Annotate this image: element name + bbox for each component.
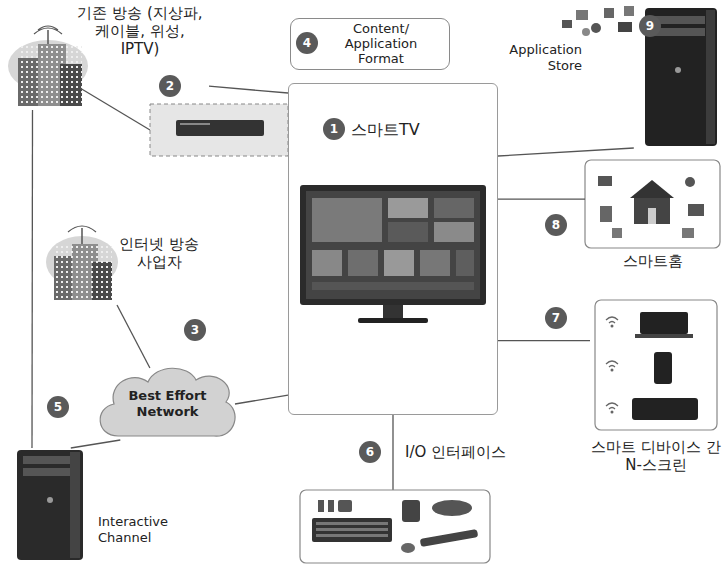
callout-number: 5 bbox=[47, 396, 69, 418]
io-devices bbox=[300, 490, 490, 563]
app-store: Application Store bbox=[490, 2, 722, 148]
n-screen: 스마트 디바이스 간 N-스크린 bbox=[590, 300, 726, 485]
smart-home: 스마트홈 bbox=[585, 160, 722, 272]
connector-line bbox=[117, 305, 150, 368]
node-text: 스마트TV bbox=[351, 120, 491, 139]
node-text: 기존 방송 (지상파, 케이블, 위성, IPTV) bbox=[75, 4, 205, 58]
connector-line bbox=[235, 395, 288, 404]
callout-number: 2 bbox=[159, 75, 181, 97]
connector-line bbox=[209, 86, 288, 93]
smart-tv-box: 스마트TV bbox=[288, 83, 498, 415]
callout-number: 4 bbox=[296, 32, 318, 54]
io-wire bbox=[392, 415, 393, 490]
broadcast-wire bbox=[80, 88, 150, 130]
callout-number: 7 bbox=[545, 307, 567, 329]
connector-line bbox=[71, 440, 121, 448]
connector-line bbox=[498, 148, 634, 156]
smart-home-illustration bbox=[585, 160, 720, 248]
internet-broadcaster: 인터넷 방송 사업자 bbox=[45, 215, 205, 305]
connector-line bbox=[498, 340, 590, 341]
app-store-illustration bbox=[562, 6, 717, 146]
node-text: Content/ Application Format bbox=[331, 22, 431, 67]
node-text: Interactive Channel bbox=[98, 514, 178, 545]
callout-number: 3 bbox=[184, 319, 206, 341]
node-text: 스마트 디바이스 간 N-스크린 bbox=[590, 438, 722, 474]
set-top-box bbox=[150, 104, 288, 156]
connector-line bbox=[498, 199, 585, 200]
interactive-channel: Interactive Channel bbox=[12, 448, 180, 563]
connector-line bbox=[31, 110, 33, 448]
node-text: Application Store bbox=[490, 42, 582, 73]
node-text: 인터넷 방송 사업자 bbox=[115, 235, 203, 271]
broadcaster: 기존 방송 (지상파, 케이블, 위성, IPTV) bbox=[5, 2, 209, 110]
network-cloud: Best Effort Network bbox=[100, 368, 235, 440]
callout-number: 8 bbox=[545, 214, 567, 236]
node-text: Best Effort Network bbox=[110, 388, 225, 419]
callout-number: 6 bbox=[359, 441, 381, 463]
server-tower bbox=[17, 450, 83, 560]
callout-number: 1 bbox=[323, 118, 345, 140]
broadcast-building bbox=[8, 26, 88, 106]
tv-illustration bbox=[300, 185, 486, 323]
network-cloud bbox=[100, 368, 235, 436]
interface-label: I/O 인터페이스 bbox=[405, 443, 506, 462]
node-text: 스마트홈 bbox=[585, 252, 720, 270]
n-screen-illustration bbox=[595, 300, 717, 430]
callout-number: 9 bbox=[639, 15, 661, 37]
internet-building bbox=[46, 226, 118, 300]
